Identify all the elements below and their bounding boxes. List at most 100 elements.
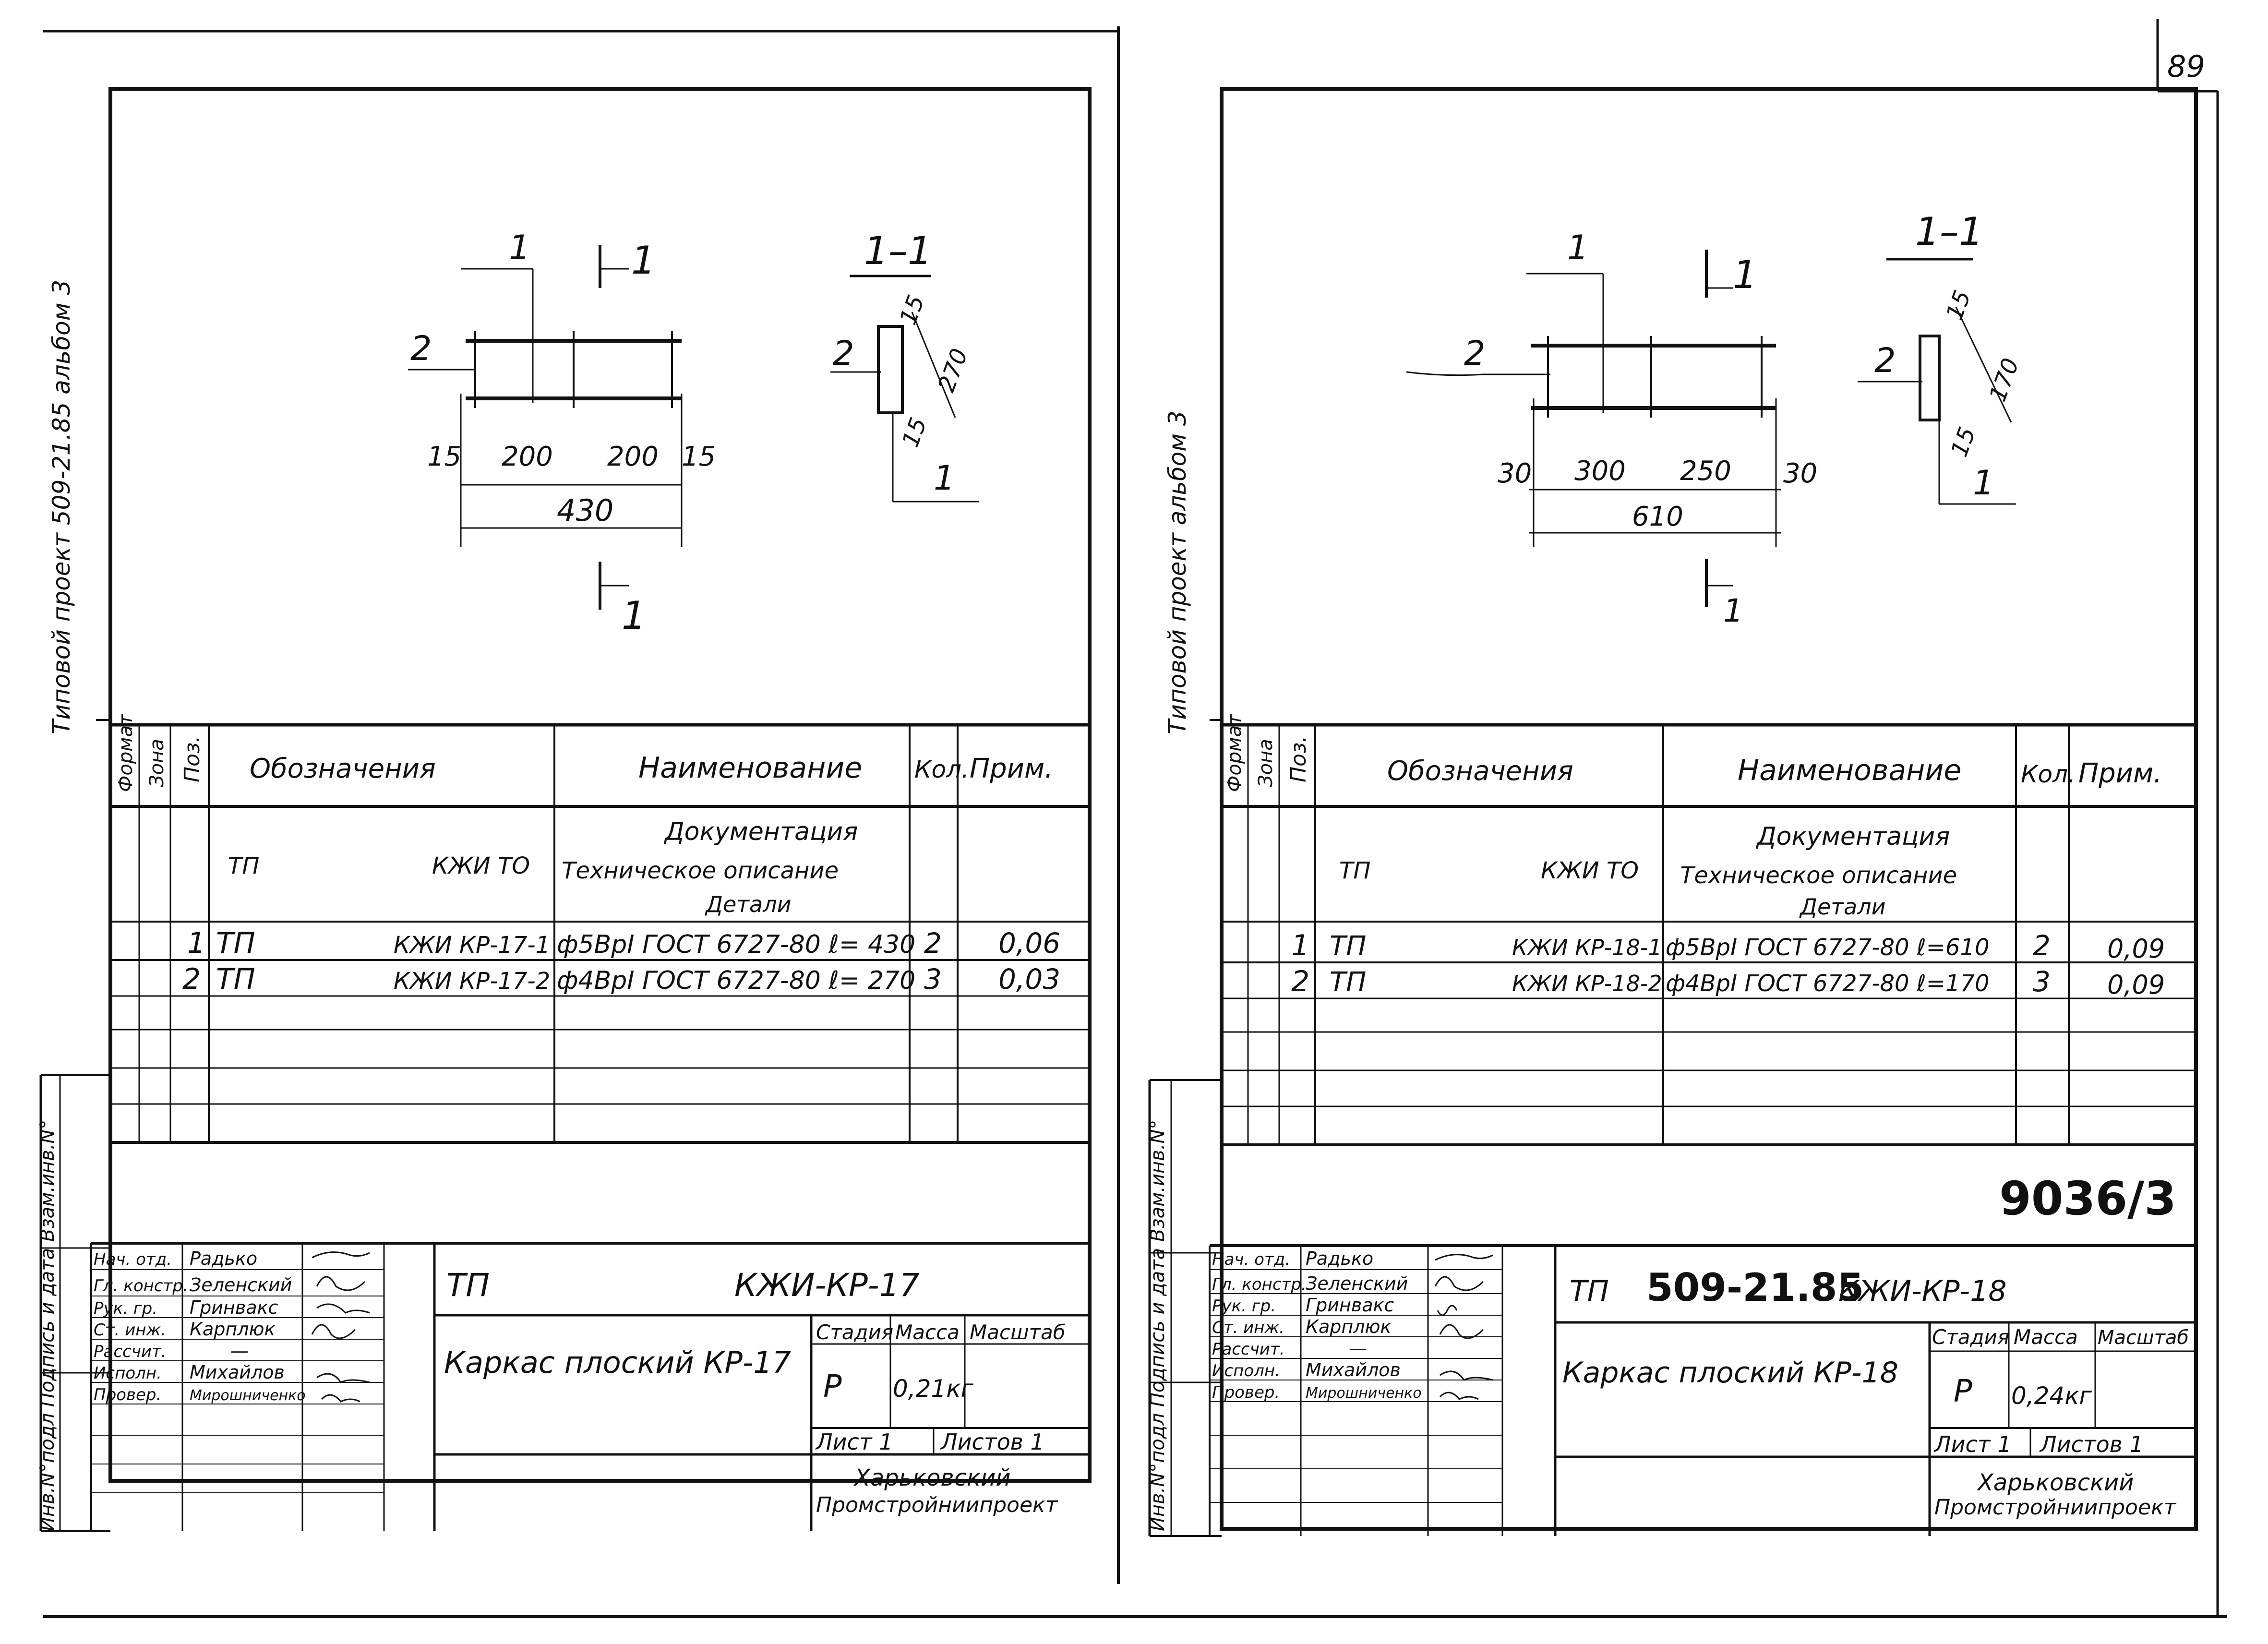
left-doc-name-1: Документация	[664, 817, 858, 846]
left-row1-name: ф5ВрI ГОСТ 6727-80 ℓ= 430	[557, 930, 915, 959]
right-section-view: 1–1 2 15 170 15 1	[1858, 209, 2025, 505]
right-section-mark: 1	[1733, 252, 1757, 297]
right-name-1: Зеленский	[1306, 1273, 1408, 1294]
right-pos2-label: 2	[1464, 334, 1486, 373]
right-role-2: Рук. гр.	[1212, 1296, 1276, 1316]
left-doc-name-2: Техническое описание	[562, 857, 839, 884]
left-row2-qty: 3	[924, 963, 942, 996]
right-sec-pos2: 2	[1874, 341, 1896, 380]
right-col-qty: Кол.	[2021, 760, 2076, 788]
right-col-format: Формат	[1224, 713, 1246, 792]
right-side-title: Типовой проект альбом 3	[1164, 410, 1191, 734]
left-name-1: Зеленский	[190, 1274, 292, 1296]
right-title-num: 509-21.85	[1646, 1265, 1864, 1310]
left-sec-pos2: 2	[833, 334, 854, 373]
left-dim-total: 430	[557, 493, 613, 528]
left-doc-name-3: Детали	[705, 891, 792, 917]
left-row2-pos: 2	[182, 962, 201, 996]
right-role-6: Провер.	[1212, 1383, 1280, 1402]
right-dim-250: 250	[1680, 456, 1731, 487]
right-doc-name-3: Детали	[1799, 894, 1886, 920]
right-dim-total: 610	[1632, 501, 1683, 532]
left-scale-label: Масштаб	[970, 1320, 1066, 1344]
right-stage: Р	[1954, 1374, 1972, 1409]
left-role-6: Провер.	[94, 1385, 161, 1404]
left-signatures	[311, 1251, 370, 1403]
left-dim-15a: 15	[427, 441, 461, 472]
left-name-0: Радько	[190, 1248, 257, 1269]
left-section-view: 1–1 2 15 270 15 1	[830, 228, 979, 503]
left-role-4: Рассчит.	[94, 1342, 167, 1361]
right-row2-name: ф4ВрI ГОСТ 6727-80 ℓ=170	[1666, 970, 1989, 997]
left-name-4: —	[230, 1340, 249, 1361]
right-doc-tp: ТП	[1339, 857, 1370, 884]
archive-number: 9036/3	[1999, 1172, 2176, 1225]
right-org-1: Харьковский	[1976, 1469, 2134, 1496]
right-title-tp: ТП	[1570, 1274, 1609, 1308]
right-col-zone: Зона	[1255, 739, 1277, 787]
left-sec-1: 1	[934, 458, 955, 498]
right-stage-label: Стадия	[1932, 1325, 2009, 1349]
left-col-name: Наименование	[638, 751, 862, 785]
left-sec-15b: 15	[897, 414, 933, 451]
right-role-1: Гл. констр.	[1212, 1275, 1307, 1294]
left-item-name: Каркас плоский КР-17	[444, 1345, 791, 1380]
left-row2-note: 0,03	[998, 963, 1060, 996]
right-title-block: Нач. отд. Гл. констр. Рук. гр. Ст. инж. …	[1209, 1244, 2196, 1536]
left-row1-qty: 2	[924, 927, 942, 960]
left-sec-270: 270	[933, 345, 973, 396]
right-name-4: —	[1349, 1338, 1367, 1359]
right-doc-code: КЖИ ТО	[1541, 857, 1639, 884]
right-row1-note: 0,09	[2107, 934, 2165, 964]
left-row1-pos: 1	[187, 926, 205, 960]
right-row2-note: 0,09	[2107, 970, 2165, 1000]
right-mass: 0,24кг	[2011, 1382, 2092, 1410]
right-row2-code: КЖИ КР-18-2	[1512, 971, 1662, 996]
left-col-zone: Зона	[146, 739, 168, 787]
right-sheets-total: Листов 1	[2039, 1431, 2144, 1457]
right-role-3: Ст. инж.	[1212, 1318, 1284, 1337]
left-dim-200a: 200	[502, 441, 553, 472]
right-dim-30b: 30	[1783, 458, 1817, 489]
left-role-5: Исполн.	[94, 1364, 162, 1383]
left-col-designation: Обозначения	[250, 753, 436, 784]
left-name-2: Гринвакс	[190, 1297, 278, 1318]
right-row1-qty: 2	[2033, 929, 2051, 962]
right-col-note: Прим.	[2078, 758, 2162, 789]
right-col-name: Наименование	[1738, 754, 1961, 787]
left-sheet: Типовой проект 509-21.85 альбом 3 Инв.N°…	[36, 87, 1092, 1532]
right-sheet: Типовой проект альбом 3 Инв.N°подл Подпи…	[1147, 87, 2198, 1537]
right-section-label-top: 1	[1567, 228, 1589, 267]
right-plan-view: 1 1 2 30 300 250 30 610 1	[1406, 228, 1817, 629]
left-side-title: Типовой проект 509-21.85 альбом 3	[48, 280, 75, 734]
left-section-label-bottom: 1	[622, 593, 646, 638]
right-col-pos: Поз.	[1286, 736, 1311, 782]
right-dim-30a: 30	[1498, 458, 1532, 489]
right-spec-table: Формат Зона Поз. Обозначения Наименовани…	[1222, 713, 2196, 1146]
right-section-title: 1–1	[1915, 209, 1983, 254]
right-row1-code: КЖИ КР-18-1	[1512, 935, 1662, 960]
right-item-name: Каркас плоский КР-18	[1562, 1356, 1898, 1390]
left-row1-tp: ТП	[216, 926, 255, 960]
left-row1-code: КЖИ КР-17-1	[394, 932, 550, 959]
left-plan-view: 1 1 2 15 200 200 15 430 1	[408, 228, 716, 638]
right-row1-tp: ТП	[1330, 931, 1366, 962]
left-col-pos: Поз.	[180, 736, 204, 782]
left-role-2: Рук. гр.	[94, 1299, 157, 1318]
right-row2-tp: ТП	[1330, 967, 1366, 998]
left-mass: 0,21кг	[893, 1375, 974, 1403]
left-col-note: Прим.	[970, 753, 1053, 784]
right-sec-1: 1	[1973, 463, 1994, 503]
left-spec-table: Формат Зона Поз. Обозначения Наименовани…	[110, 713, 1090, 1144]
right-signatures	[1434, 1254, 1493, 1400]
page-number: 89	[2167, 49, 2205, 84]
left-stage-label: Стадия	[816, 1320, 893, 1344]
left-row2-name: ф4ВрI ГОСТ 6727-80 ℓ= 270	[557, 966, 915, 995]
left-sheets-total: Листов 1	[940, 1429, 1044, 1455]
left-row1-note: 0,06	[998, 927, 1060, 960]
right-sec-15a: 15	[1941, 287, 1977, 324]
right-doc-name-1: Документация	[1756, 822, 1950, 851]
right-doc-name-2: Техническое описание	[1680, 862, 1957, 889]
left-pos2-label: 2	[410, 329, 432, 368]
